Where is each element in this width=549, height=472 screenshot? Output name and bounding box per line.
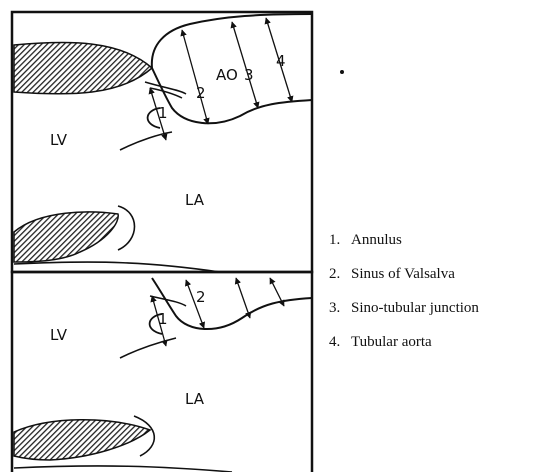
legend-item: 1.Annulus (329, 226, 479, 254)
legend-item: 4.Tubular aorta (329, 328, 479, 356)
measurement-legend: 1.Annulus 2.Sinus of Valsalva 3.Sino-tub… (329, 226, 479, 362)
top-lv-label: LV (50, 131, 68, 149)
bullet-dot (340, 70, 344, 74)
bottom-la-label: LA (185, 390, 205, 408)
bottom-measure-3-arrow (236, 278, 250, 318)
legend-text: Sinus of Valsalva (351, 266, 455, 282)
top-measure-2-label: 2 (196, 84, 206, 102)
top-measure-2-arrow (182, 30, 208, 124)
top-measure-4-label: 4 (276, 52, 286, 70)
legend-number: 2. (329, 260, 351, 288)
top-la-label: LA (185, 191, 205, 209)
top-measure-3-arrow (232, 22, 258, 108)
bottom-la-floor (14, 466, 232, 472)
top-measure-1-label: 1 (158, 104, 168, 122)
top-mitral-curve (118, 206, 135, 250)
bottom-measure-1-label: 1 (158, 310, 168, 328)
bottom-measure-2-label: 2 (196, 288, 206, 306)
bottom-la-wall (120, 338, 176, 358)
legend-item: 3.Sino-tubular junction (329, 294, 479, 322)
top-septum (14, 42, 152, 93)
top-posterior-wall (14, 212, 118, 262)
bottom-posterior-wall (14, 420, 150, 460)
bottom-lv-label: LV (50, 326, 68, 344)
top-panel: LV LA AO 1 2 3 4 (12, 12, 312, 272)
top-la-floor (14, 262, 220, 272)
legend-number: 1. (329, 226, 351, 254)
top-measure-3-label: 3 (244, 66, 254, 84)
legend-text: Tubular aorta (351, 334, 432, 350)
bottom-panel: LV LA 1 2 (12, 272, 312, 472)
top-ao-label: AO (216, 66, 238, 84)
legend-item: 2.Sinus of Valsalva (329, 260, 479, 288)
legend-text: Annulus (351, 232, 402, 248)
legend-number: 3. (329, 294, 351, 322)
bottom-aortic-root-wall (152, 278, 312, 329)
legend-text: Sino-tubular junction (351, 300, 479, 316)
legend-number: 4. (329, 328, 351, 356)
